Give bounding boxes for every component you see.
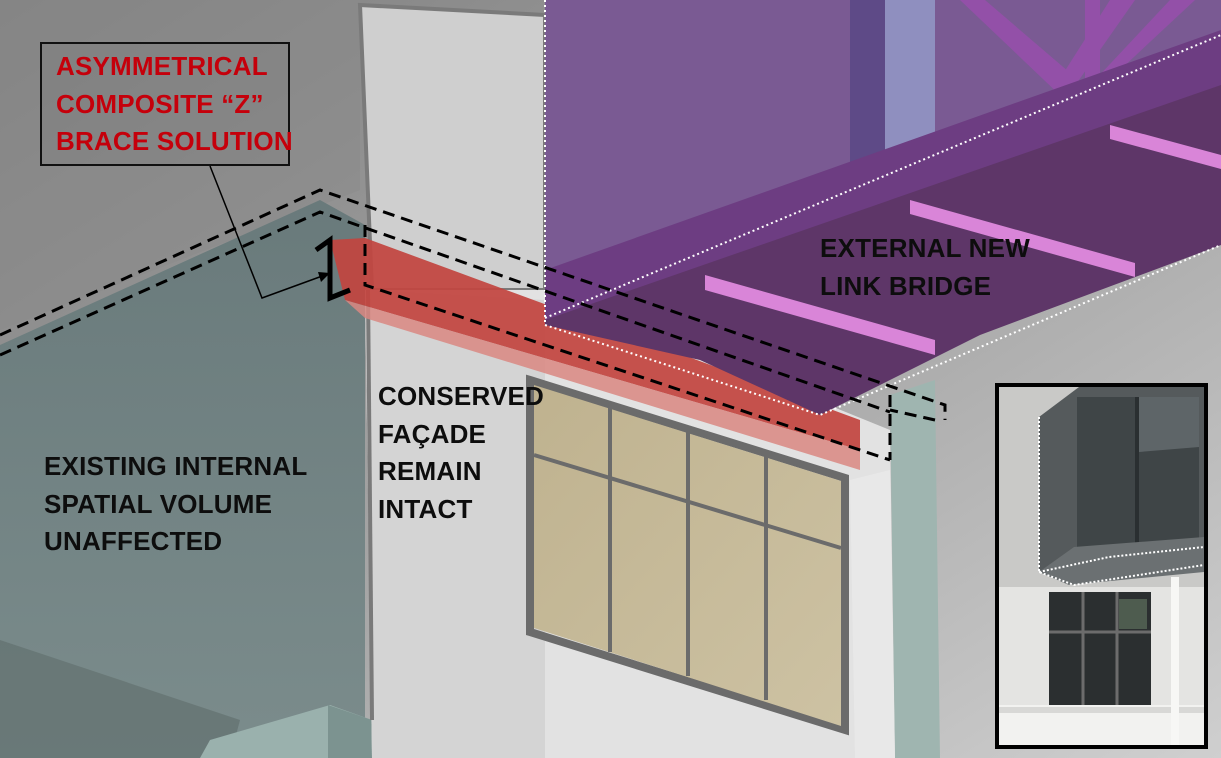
bridge-outline-top [544, 34, 1221, 319]
callout-leader-line [209, 165, 326, 299]
bridge-column [885, 0, 935, 160]
callout-line-1: ASYMMETRICAL [56, 51, 268, 81]
volume-label: EXISTING INTERNAL SPATIAL VOLUME UNAFFEC… [44, 448, 307, 561]
bridge-truss [960, 0, 1195, 110]
facade-label: CONSERVED FAÇADE REMAIN INTACT [378, 378, 544, 528]
floor-slab-edge [328, 705, 372, 758]
bridge-label-line-1: EXTERNAL NEW [820, 233, 1030, 263]
facade-label-line-3: REMAIN [378, 456, 482, 486]
right-column [890, 380, 940, 758]
facade-label-line-1: CONSERVED [378, 381, 545, 411]
volume-label-line-2: SPATIAL VOLUME [44, 488, 273, 519]
bridge-deck [545, 85, 1221, 415]
z-brace-profile [314, 235, 351, 302]
window-frame [526, 374, 849, 736]
bridge-label: EXTERNAL NEW LINK BRIDGE [820, 230, 1030, 305]
brace-callout-label: ASYMMETRICAL COMPOSITE “Z” BRACE SOLUTIO… [56, 48, 293, 161]
volume-label-line-1: EXISTING INTERNAL [44, 451, 308, 481]
facade-edge [366, 289, 374, 721]
facade-label-line-2: FAÇADE [378, 418, 487, 449]
z-brace-beam [330, 238, 860, 450]
facade-label-line-4: INTACT [378, 493, 473, 524]
dashed-slab-outline [0, 188, 947, 462]
bridge-column-side [850, 0, 885, 172]
callout-line-2: COMPOSITE “Z” [56, 88, 264, 119]
z-brace-underside [345, 300, 860, 470]
volume-label-line-3: UNAFFECTED [44, 526, 223, 556]
window-mullions [533, 404, 842, 700]
callout-box [40, 42, 290, 166]
right-column-face [850, 470, 895, 758]
callout-line-3: BRACE SOLUTION [56, 126, 293, 156]
facade-panel-shade [365, 290, 545, 758]
photo-inset [995, 383, 1208, 749]
bridge-light-strips [705, 125, 1221, 355]
internal-volume-floor [0, 640, 240, 758]
bridge-label-line-2: LINK BRIDGE [820, 270, 992, 301]
internal-volume-wall [0, 200, 365, 758]
callout-arrow-head [318, 272, 330, 282]
